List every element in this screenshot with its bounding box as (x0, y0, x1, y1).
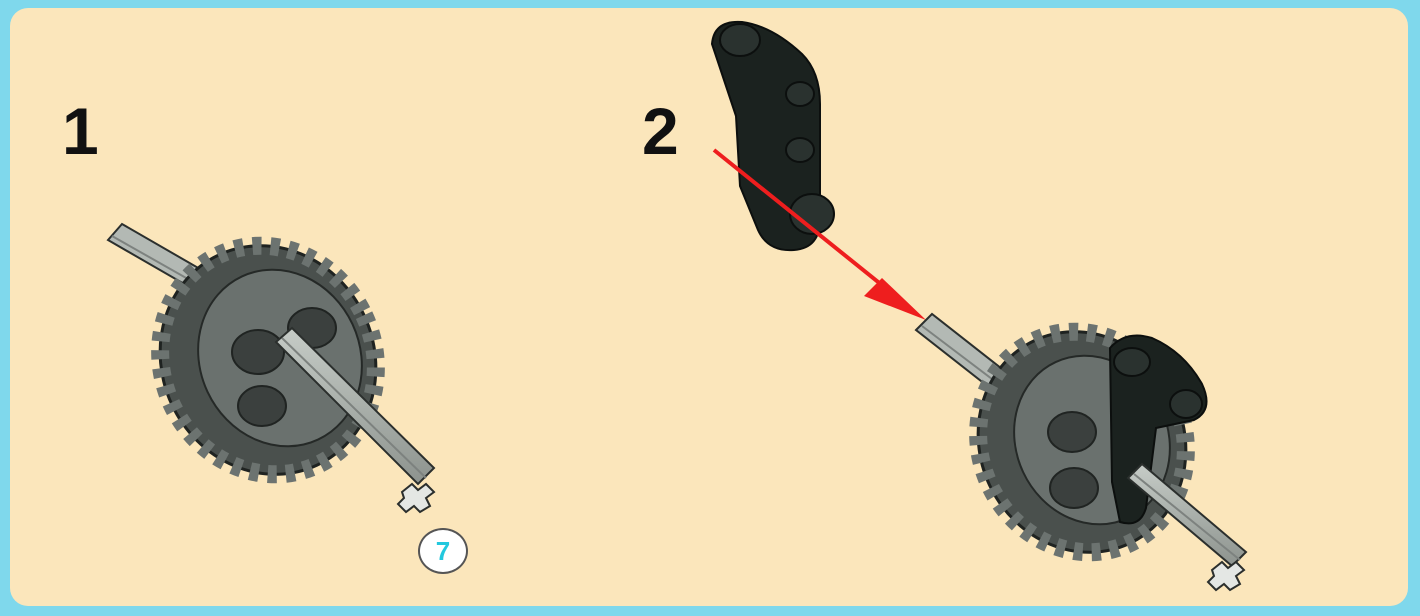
axle-length-badge: 7 (418, 528, 468, 574)
gear-part-2 (942, 297, 1222, 586)
beam-part (712, 22, 834, 250)
step-2-assembly (712, 22, 1246, 590)
step-1-assembly (108, 210, 434, 512)
